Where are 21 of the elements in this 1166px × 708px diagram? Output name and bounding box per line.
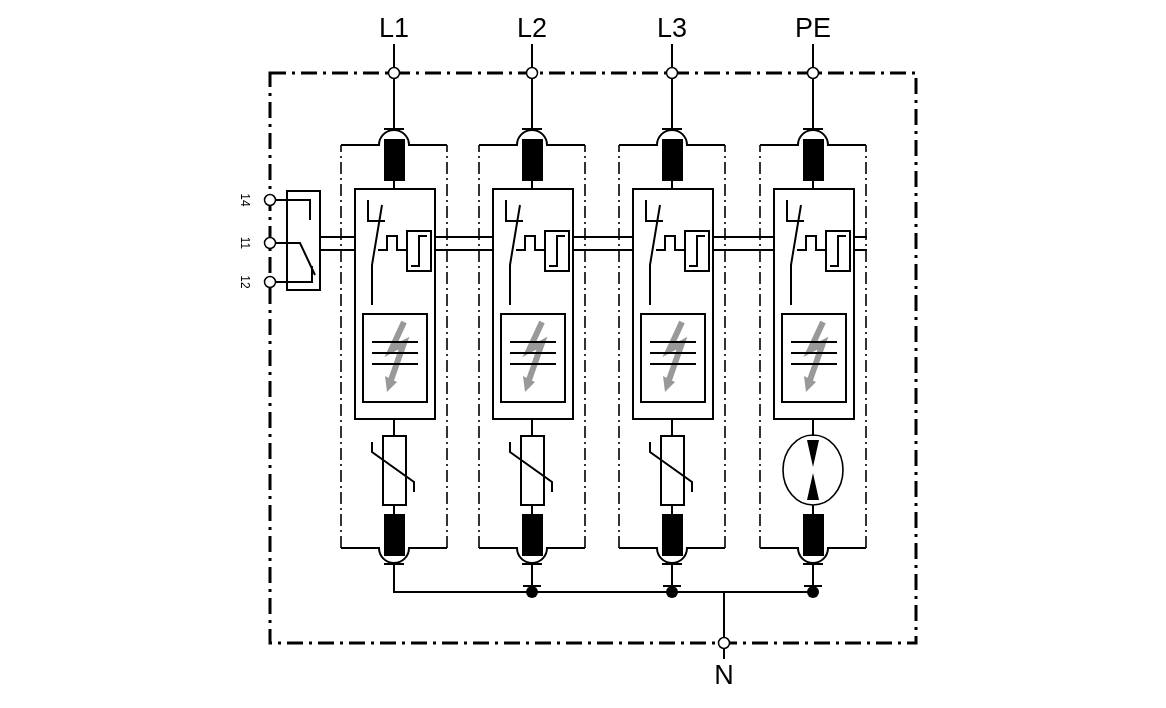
surge-protection-module: [759, 128, 867, 565]
surge-protection-module: [340, 128, 448, 565]
terminal-label: N: [704, 659, 744, 691]
wire: [812, 43, 814, 129]
wire: [393, 43, 395, 129]
mechanical-linkage: [585, 236, 619, 251]
terminal-label: L3: [646, 12, 698, 44]
terminal-label: L1: [368, 12, 420, 44]
surge-protection-module: [618, 128, 726, 565]
mechanical-linkage: [725, 236, 760, 251]
wire: [671, 43, 673, 129]
pin-number: 14: [238, 192, 252, 209]
pin-number: 11: [238, 235, 252, 252]
surge-protection-module: [478, 128, 586, 565]
auxiliary-contact-box: [286, 190, 321, 291]
terminal-label: PE: [787, 12, 839, 44]
terminal-label: L2: [506, 12, 558, 44]
pin-number: 12: [238, 274, 252, 291]
mechanical-linkage: [320, 236, 341, 251]
wire: [531, 43, 533, 129]
mechanical-linkage: [447, 236, 479, 251]
